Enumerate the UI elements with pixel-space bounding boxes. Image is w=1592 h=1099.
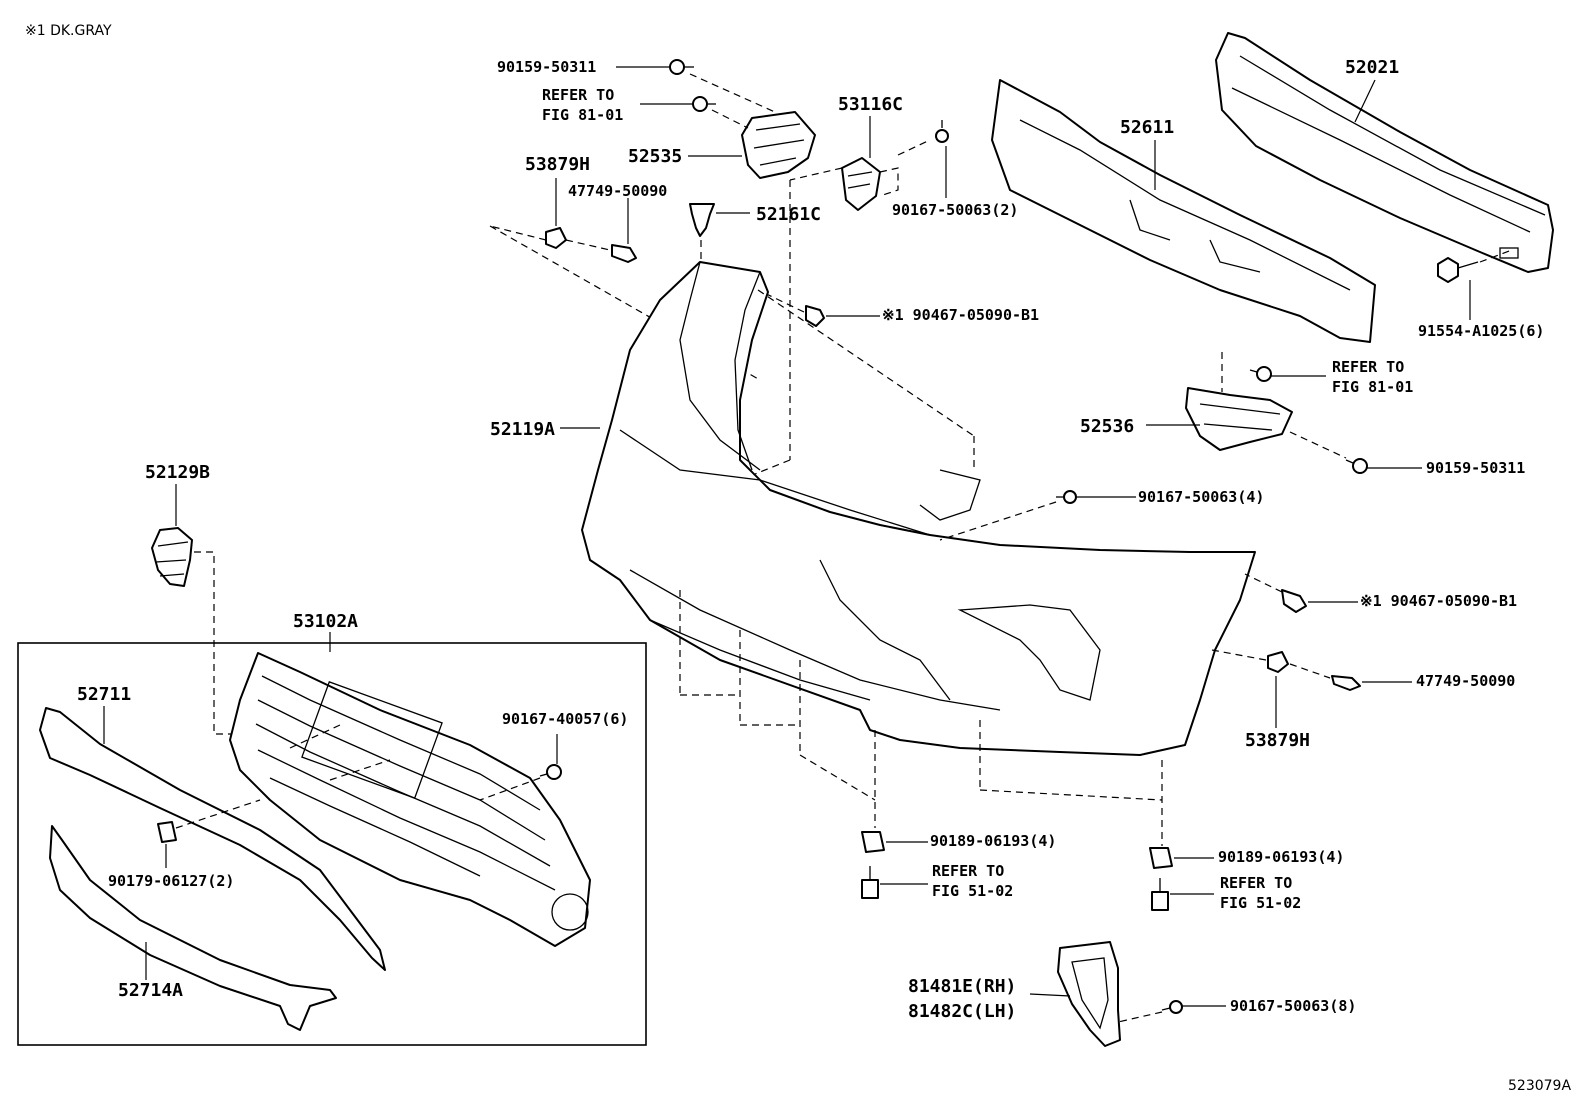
callout-refer-51-02-b2: FIG 51-02 xyxy=(1220,894,1301,912)
clip-90467-right-icon xyxy=(1281,589,1307,613)
clip-53879h-top-icon xyxy=(545,227,567,249)
bumper-reinforcement-52021 xyxy=(1215,32,1554,273)
callout-90167-50063-4: 90167-50063(4) xyxy=(1138,488,1264,506)
header-note: ※1 DK.GRAY xyxy=(25,23,112,39)
molding-52714a xyxy=(49,825,337,1031)
callout-52119a: 52119A xyxy=(490,419,555,440)
callout-refer-51-02-a2: FIG 51-02 xyxy=(932,882,1013,900)
callout-81482c: 81482C(LH) xyxy=(908,1001,1016,1022)
retainer-90189-b-icon xyxy=(1149,847,1173,869)
callout-52161c: 52161C xyxy=(756,204,821,225)
bracket-52129b xyxy=(151,527,193,587)
retainer-90189-a-icon xyxy=(861,831,885,853)
callout-53116c: 53116C xyxy=(838,94,903,115)
screw-47749-top-icon xyxy=(611,244,637,263)
callout-47749-50090-right: 47749-50090 xyxy=(1416,672,1515,690)
clip-53879h-right-icon xyxy=(1267,651,1289,673)
bolt-90167-2-icon xyxy=(935,120,949,143)
callout-refer-81-01-top-a: REFER TO xyxy=(542,86,614,104)
callout-90159-50311-top: 90159-50311 xyxy=(497,58,596,76)
callout-refer-51-02-a1: REFER TO xyxy=(932,862,1004,880)
screw-refer-51-02-b-icon xyxy=(1151,878,1169,911)
bolt-refer-81-01-right-icon xyxy=(1249,366,1272,382)
molding-52711 xyxy=(39,707,386,971)
callout-52535: 52535 xyxy=(628,146,682,167)
fog-bezel-81481e xyxy=(1057,941,1121,1047)
bumper-cover-52119a xyxy=(581,261,1256,756)
grille-assembly-box xyxy=(17,642,647,1046)
callout-53102a: 53102A xyxy=(293,611,358,632)
callout-refer-51-02-b1: REFER TO xyxy=(1220,874,1292,892)
bolt-90159-right-icon xyxy=(1345,458,1368,474)
bolt-90167-4-icon xyxy=(1056,490,1077,504)
screw-47749-right-icon xyxy=(1331,675,1361,691)
clip-90179-icon xyxy=(157,821,177,843)
callout-52021: 52021 xyxy=(1345,57,1399,78)
bracket-53116c xyxy=(841,157,881,211)
callout-refer-81-01-right-a: REFER TO xyxy=(1332,358,1404,376)
callout-52536: 52536 xyxy=(1080,416,1134,437)
callout-81481e: 81481E(RH) xyxy=(908,976,1016,997)
callout-91554-a1025: 91554-A1025(6) xyxy=(1418,322,1544,340)
bolt-90159-top-icon xyxy=(669,59,694,75)
callout-refer-81-01-right-b: FIG 81-01 xyxy=(1332,378,1413,396)
callout-90467-05090-b1-top: ※1 90467-05090-B1 xyxy=(882,306,1039,324)
callout-90467-05090-b1-right: ※1 90467-05090-B1 xyxy=(1360,592,1517,610)
callout-refer-81-01-top-b: FIG 81-01 xyxy=(542,106,623,124)
clip-52161c-icon xyxy=(689,203,715,237)
energy-absorber-52611 xyxy=(991,79,1376,343)
callout-90159-50311-right: 90159-50311 xyxy=(1426,459,1525,477)
callout-90179-06127-2: 90179-06127(2) xyxy=(108,872,234,890)
callout-90167-40057-6: 90167-40057(6) xyxy=(502,710,628,728)
callout-52711: 52711 xyxy=(77,684,131,705)
bolt-90167-40057-icon xyxy=(539,764,562,780)
callout-47749-50090-top: 47749-50090 xyxy=(568,182,667,200)
callout-52129b: 52129B xyxy=(145,462,210,483)
bolt-91554-icon xyxy=(1437,257,1479,283)
radiator-grille-53102a xyxy=(229,652,591,947)
bracket-52536 xyxy=(1185,387,1293,451)
callout-53879h-top: 53879H xyxy=(525,154,590,175)
callout-90167-50063-8: 90167-50063(8) xyxy=(1230,997,1356,1015)
callout-90189-06193-4-b: 90189-06193(4) xyxy=(1218,848,1344,866)
bracket-52535 xyxy=(741,111,816,179)
screw-refer-51-02-a-icon xyxy=(861,866,879,899)
callout-90189-06193-4-a: 90189-06193(4) xyxy=(930,832,1056,850)
callout-90167-50063-2: 90167-50063(2) xyxy=(892,201,1018,219)
bolt-90167-8-icon xyxy=(1161,1000,1183,1014)
figure-id: 523079A xyxy=(1508,1078,1571,1094)
callout-53879h-right: 53879H xyxy=(1245,730,1310,751)
callout-52714a: 52714A xyxy=(118,980,183,1001)
callout-52611: 52611 xyxy=(1120,117,1174,138)
clip-90467-top-icon xyxy=(805,305,825,327)
bolt-refer-81-01-top-icon xyxy=(692,96,716,112)
